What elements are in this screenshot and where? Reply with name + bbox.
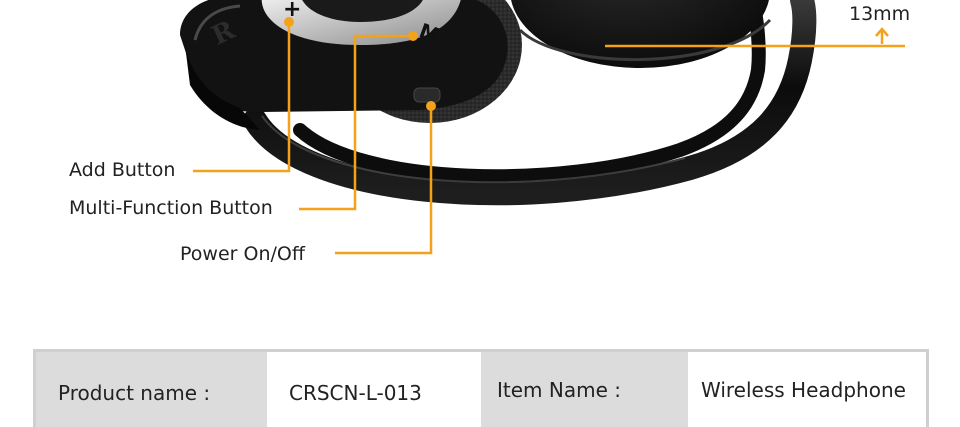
- product-name-label: Product name :: [36, 352, 267, 427]
- spec-table: Product name : CRSCN-L-013 Item Name : W…: [33, 349, 929, 427]
- multi-function-button-label: Multi-Function Button: [69, 197, 273, 219]
- item-name-label: Item Name :: [481, 352, 688, 427]
- add-button-dot: [284, 17, 294, 27]
- power-label: Power On/Off: [180, 243, 305, 265]
- thickness-label: 13mm: [849, 3, 911, 25]
- device-plus-mark: +: [283, 0, 301, 22]
- item-name-value: Wireless Headphone: [688, 352, 926, 427]
- thickness-arrow-head: [875, 27, 889, 37]
- callout-dots: [284, 17, 436, 111]
- add-button-leader: [193, 22, 291, 173]
- multi-function-leader: [299, 34, 410, 211]
- product-name-value: CRSCN-L-013: [267, 352, 481, 427]
- right-earcup: [511, 0, 772, 68]
- power-leader: [335, 106, 433, 255]
- multi-function-dot: [408, 31, 418, 41]
- add-button-label: Add Button: [69, 159, 176, 181]
- power-dot: [426, 101, 436, 111]
- callout-lines: [193, 22, 905, 255]
- left-earcup: [180, 0, 522, 130]
